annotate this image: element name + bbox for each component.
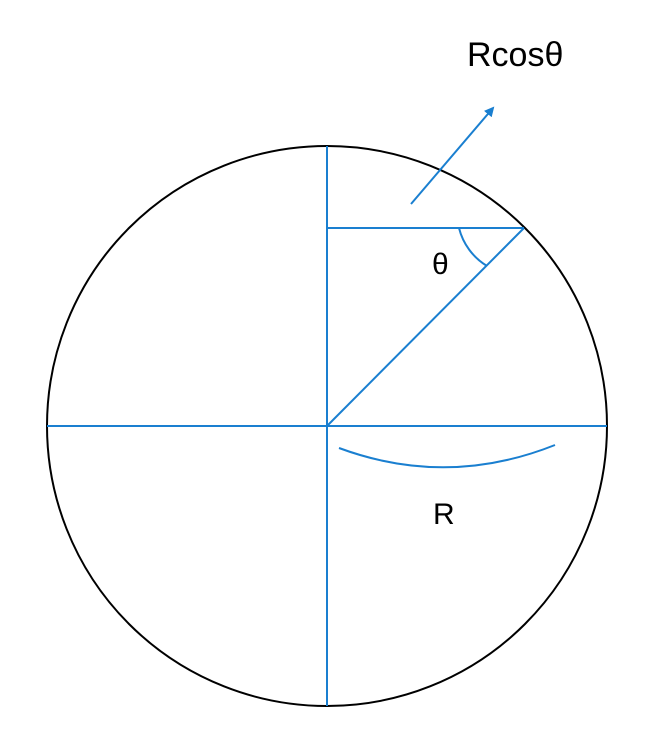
radius-label: R xyxy=(433,498,455,531)
angle-arc xyxy=(458,227,488,267)
radius-line xyxy=(326,227,525,427)
projection-label: Rcosθ xyxy=(467,36,563,74)
projection-arrow xyxy=(410,106,495,205)
radius-brace xyxy=(338,444,556,469)
angle-label: θ xyxy=(432,248,449,281)
